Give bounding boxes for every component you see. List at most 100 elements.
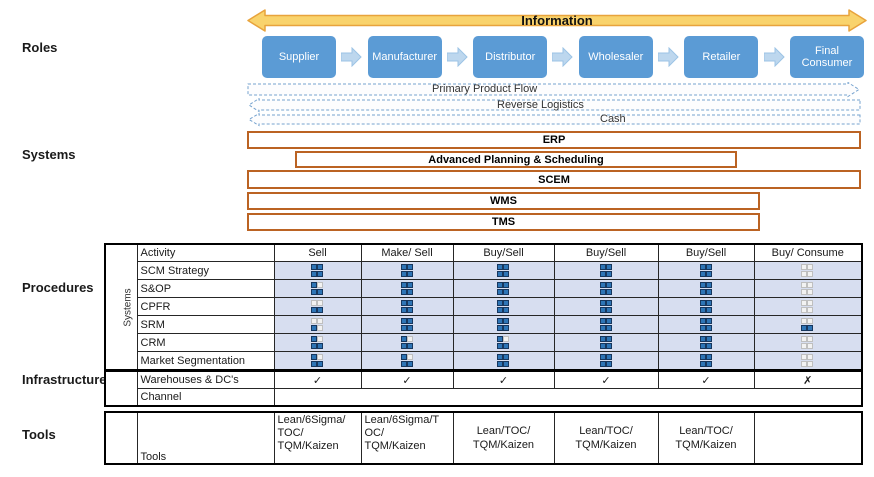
tools-row-label: Tools xyxy=(136,411,275,465)
rating-squares-icon xyxy=(699,336,713,349)
left-dashed-arrow-icon xyxy=(248,98,861,113)
table-row: CRM xyxy=(105,333,863,352)
rating-squares-icon xyxy=(400,282,414,295)
procedure-row-label: CPFR xyxy=(136,297,275,316)
table-row: Channel xyxy=(105,388,863,407)
tools-corner-cell xyxy=(104,411,138,465)
rating-cell xyxy=(753,261,863,280)
rating-squares-icon xyxy=(801,318,814,331)
rating-cell xyxy=(657,333,755,352)
tools-cell-final-consumer xyxy=(753,411,863,465)
tools-cell-retailer: Lean/TOC/ TQM/Kaizen xyxy=(657,411,755,465)
role-box-final-consumer: Final Consumer xyxy=(789,36,864,78)
rating-squares-icon xyxy=(497,336,510,349)
rating-squares-icon xyxy=(599,354,613,367)
systems-corner-cell: Systems xyxy=(104,243,138,371)
rating-squares-icon xyxy=(801,354,814,367)
role-box-supplier: Supplier xyxy=(262,36,336,78)
rating-squares-icon xyxy=(311,264,324,277)
infrastructure-row-label: Warehouses & DC's xyxy=(136,370,275,389)
section-label-infrastructure: Infrastructure xyxy=(22,372,107,387)
rating-cell xyxy=(657,261,755,280)
rating-squares-icon xyxy=(699,264,713,277)
rating-squares-icon xyxy=(699,354,713,367)
role-box-wholesaler: Wholesaler xyxy=(578,36,653,78)
roles-row: Supplier Manufacturer Distributor Wholes… xyxy=(262,36,864,78)
section-label-systems: Systems xyxy=(22,147,76,162)
rating-cell xyxy=(553,351,659,371)
cash-flow-arrow: Cash xyxy=(247,113,861,127)
systems-rotated-label: Systems xyxy=(122,288,134,327)
section-label-roles: Roles xyxy=(22,40,58,55)
rating-squares-icon xyxy=(311,282,324,295)
rating-squares-icon xyxy=(801,264,814,277)
system-bar-erp: ERP xyxy=(247,131,861,149)
rating-cell xyxy=(753,297,863,316)
rating-cell xyxy=(360,297,454,316)
information-label: Information xyxy=(521,13,593,28)
table-row: SRM xyxy=(105,315,863,334)
rating-squares-icon xyxy=(599,318,613,331)
table-row: Warehouses & DC's ✓ ✓ ✓ ✓ ✓ ✗ xyxy=(104,370,863,407)
rating-squares-icon xyxy=(497,300,510,313)
rating-cell xyxy=(273,279,362,298)
rating-squares-icon xyxy=(801,300,814,313)
rating-cell xyxy=(273,297,362,316)
tools-cell-manufacturer: Lean/6Sigma/T OC/ TQM/Kaizen xyxy=(360,411,454,465)
role-box-retailer: Retailer xyxy=(684,36,759,78)
system-bar-scem: SCEM xyxy=(247,170,861,189)
column-header-make-sell: Make/ Sell xyxy=(360,243,454,262)
check-mark: ✓ xyxy=(452,370,555,389)
procedure-row-label: SRM xyxy=(136,315,275,334)
rating-squares-icon xyxy=(311,336,324,349)
table-row: Tools Lean/6Sigma/ TOC/ TQM/Kaizen Lean/… xyxy=(104,411,863,465)
table-row: Systems Activity Sell Make/ Sell Buy/Sel… xyxy=(104,243,863,371)
left-dashed-arrow-icon xyxy=(248,113,861,127)
rating-squares-icon xyxy=(311,354,324,367)
check-mark: ✓ xyxy=(657,370,755,389)
rating-cell xyxy=(360,261,454,280)
rating-cell xyxy=(753,279,863,298)
rating-cell xyxy=(452,297,555,316)
column-header-buy-sell-1: Buy/Sell xyxy=(452,243,555,262)
role-box-distributor: Distributor xyxy=(473,36,548,78)
rating-cell xyxy=(657,351,755,371)
check-mark: ✓ xyxy=(553,370,659,389)
role-box-manufacturer: Manufacturer xyxy=(367,36,442,78)
infrastructure-corner-cell xyxy=(104,370,138,407)
rating-squares-icon xyxy=(400,354,414,367)
rating-cell xyxy=(273,261,362,280)
rating-cell xyxy=(360,333,454,352)
procedure-row-label: Market Segmentation xyxy=(136,351,275,371)
right-chevron-icon xyxy=(763,47,785,67)
rating-squares-icon xyxy=(699,300,713,313)
rating-squares-icon xyxy=(400,264,414,277)
rating-squares-icon xyxy=(801,336,814,349)
reverse-logistics-arrow: Reverse Logistics xyxy=(247,98,861,113)
rating-cell xyxy=(452,333,555,352)
rating-cell xyxy=(452,351,555,371)
procedure-row-label: SCM Strategy xyxy=(136,261,275,280)
rating-cell xyxy=(360,279,454,298)
table-row: Market Segmentation xyxy=(105,351,863,371)
system-bar-wms: WMS xyxy=(247,192,760,210)
rating-cell xyxy=(553,315,659,334)
rating-cell xyxy=(753,315,863,334)
tools-cell-supplier: Lean/6Sigma/ TOC/ TQM/Kaizen xyxy=(273,411,362,465)
infrastructure-row-label: Channel xyxy=(136,388,275,407)
column-header-buy-sell-2: Buy/Sell xyxy=(553,243,659,262)
rating-squares-icon xyxy=(497,318,510,331)
section-label-procedures: Procedures xyxy=(22,280,94,295)
table-row: SCM Strategy xyxy=(105,261,863,280)
rating-squares-icon xyxy=(311,300,324,313)
rating-cell xyxy=(553,297,659,316)
system-bar-tms: TMS xyxy=(247,213,760,231)
check-mark: ✓ xyxy=(273,370,362,389)
column-header-buy-sell-3: Buy/Sell xyxy=(657,243,755,262)
procedure-row-label: S&OP xyxy=(136,279,275,298)
rating-cell xyxy=(553,333,659,352)
column-header-buy-consume: Buy/ Consume xyxy=(753,243,863,262)
system-bar-aps: Advanced Planning & Scheduling xyxy=(295,151,737,168)
right-chevron-icon xyxy=(341,47,363,67)
column-header-sell: Sell xyxy=(273,243,362,262)
